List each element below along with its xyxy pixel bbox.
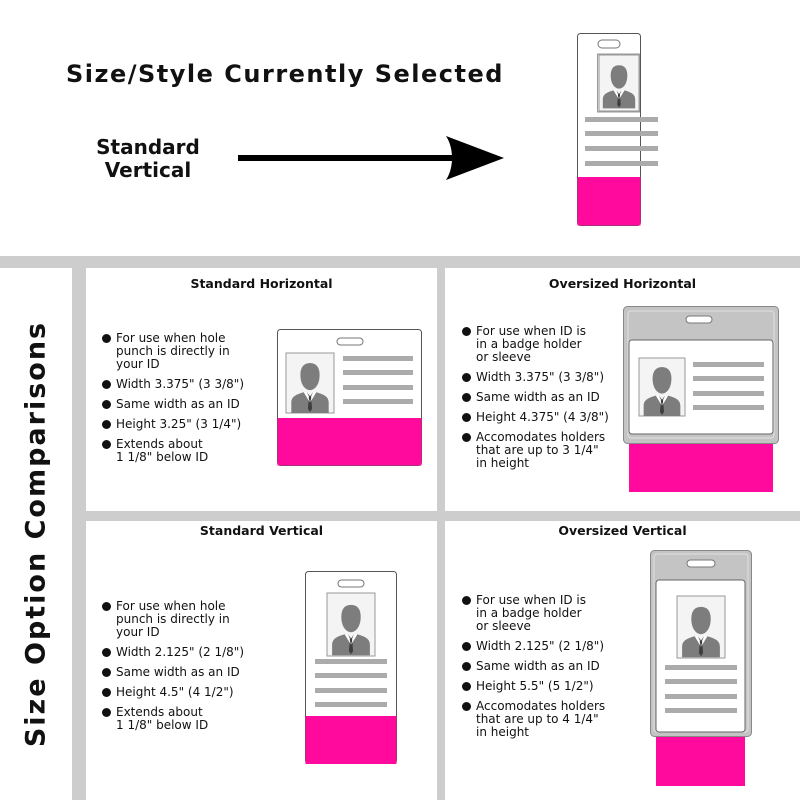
bullets-standard-vertical: For use when hole punch is directly in y…: [101, 600, 276, 739]
list-item: Same width as an ID: [461, 660, 636, 673]
bullets-oversized-horizontal: For use when ID is in a badge holder or …: [461, 325, 631, 477]
list-item: For use when ID is in a badge holder or …: [461, 594, 636, 633]
badge-standard-horizontal: [277, 329, 422, 466]
list-item: For use when hole punch is directly in y…: [101, 332, 271, 371]
list-item: Same width as an ID: [101, 666, 276, 679]
list-item: Height 5.5" (5 1/2"): [461, 680, 636, 693]
sidebar-strip: [72, 268, 86, 800]
list-item: Same width as an ID: [101, 398, 271, 411]
bullets-standard-horizontal: For use when hole punch is directly in y…: [101, 332, 271, 471]
list-item: Same width as an ID: [461, 391, 631, 404]
panel-title-oversized-horizontal: Oversized Horizontal: [548, 276, 697, 291]
list-item: Accomodates holders that are up to 3 1/4…: [461, 431, 631, 470]
selected-badge-photo: [598, 54, 640, 112]
selected-badge-text-lines: [585, 117, 658, 166]
list-item: Accomodates holders that are up to 4 1/4…: [461, 700, 636, 739]
selected-style-line-2: Vertical: [104, 158, 192, 182]
divider-band: [0, 256, 800, 268]
list-item: Width 3.375" (3 3/8"): [461, 371, 631, 384]
list-item: Width 2.125" (2 1/8"): [461, 640, 636, 653]
selected-style-label: Standard Vertical: [86, 136, 210, 182]
badge-standard-vertical: [305, 571, 397, 764]
list-item: Width 3.375" (3 3/8"): [101, 378, 271, 391]
list-item: Width 2.125" (2 1/8"): [101, 646, 276, 659]
panel-title-oversized-vertical: Oversized Vertical: [558, 523, 687, 538]
panel-title-standard-horizontal: Standard Horizontal: [190, 276, 333, 291]
bullets-oversized-vertical: For use when ID is in a badge holder or …: [461, 594, 636, 746]
list-item: Extends about 1 1/8" below ID: [101, 438, 271, 464]
arrow-right-icon: [238, 136, 504, 180]
list-item: For use when ID is in a badge holder or …: [461, 325, 631, 364]
panel-title-standard-vertical: Standard Vertical: [199, 523, 324, 538]
badge-oversized-vertical: [650, 550, 752, 786]
list-item: Height 3.25" (3 1/4"): [101, 418, 271, 431]
selected-style-line-1: Standard: [96, 135, 200, 159]
sidebar-title: Size Option Comparisons: [20, 320, 52, 748]
header-title: Size/Style Currently Selected: [66, 60, 504, 88]
list-item: Extends about 1 1/8" below ID: [101, 706, 276, 732]
badge-oversized-horizontal: [623, 306, 779, 492]
grid-divider-vertical: [437, 268, 445, 800]
list-item: Height 4.5" (4 1/2"): [101, 686, 276, 699]
list-item: For use when hole punch is directly in y…: [101, 600, 276, 639]
list-item: Height 4.375" (4 3/8"): [461, 411, 631, 424]
